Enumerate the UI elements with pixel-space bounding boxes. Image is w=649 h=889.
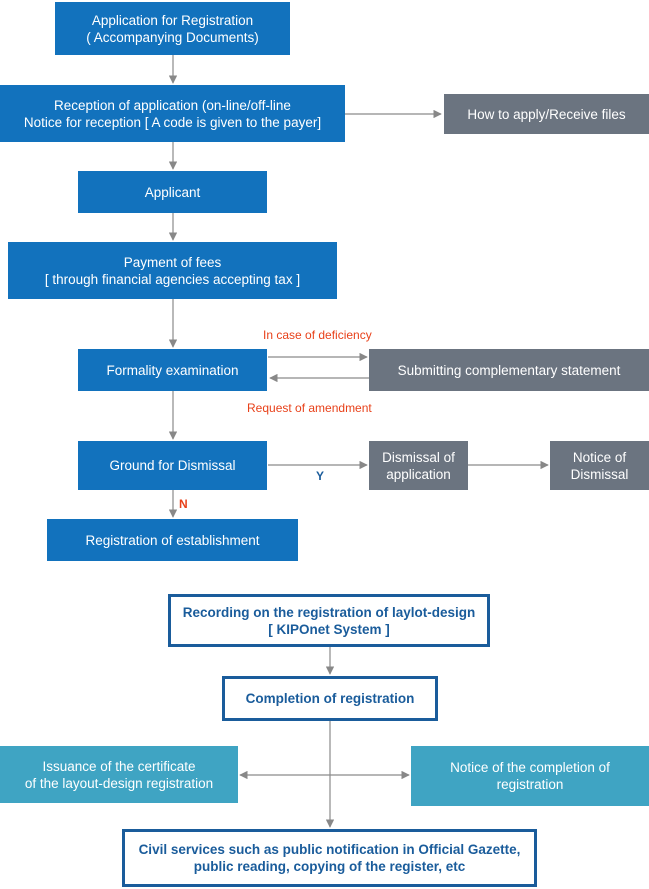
ground-box: Ground for Dismissal [78,441,267,490]
application-line-1: Application for Registration [92,12,253,29]
completion-label: Completion of registration [246,690,415,707]
registration-establishment-label: Registration of establishment [85,532,259,549]
issuance-box: Issuance of the certificate of the layou… [0,746,238,803]
notice-completion-line-1: Notice of the completion of [450,759,610,776]
recording-line-1: Recording on the registration of laylot-… [183,604,476,621]
notice-dismissal-box: Notice of Dismissal [550,441,649,490]
no-label: N [179,497,188,511]
dismissal-application-box: Dismissal of application [369,441,468,490]
how-to-apply-box: How to apply/Receive files [444,94,649,134]
issuance-line-2: of the layout-design registration [25,775,213,792]
formality-box: Formality examination [78,349,267,391]
application-line-2: ( Accompanying Documents) [86,29,259,46]
recording-line-2: [ KIPOnet System ] [268,621,390,638]
how-to-apply-label: How to apply/Receive files [467,106,625,123]
notice-dismissal-line-2: Dismissal [571,466,629,483]
submitting-label: Submitting complementary statement [398,362,621,379]
payment-line-2: [ through financial agencies accepting t… [45,271,300,288]
notice-completion-box: Notice of the completion of registration [411,746,649,806]
applicant-box: Applicant [78,171,267,213]
reception-box: Reception of application (on-line/off-li… [0,85,345,142]
registration-establishment-box: Registration of establishment [47,519,298,561]
deficiency-label: In case of deficiency [263,328,372,342]
ground-label: Ground for Dismissal [109,457,235,474]
application-box: Application for Registration ( Accompany… [55,2,290,55]
notice-completion-line-2: registration [497,776,564,793]
reception-line-2: Notice for reception [ A code is given t… [24,114,321,131]
civil-services-box: Civil services such as public notificati… [122,829,537,887]
yes-label: Y [316,469,324,483]
payment-line-1: Payment of fees [124,254,222,271]
civil-line-1: Civil services such as public notificati… [139,841,521,858]
dismissal-line-1: Dismissal of [382,449,455,466]
dismissal-line-2: application [386,466,451,483]
issuance-line-1: Issuance of the certificate [42,758,195,775]
payment-box: Payment of fees [ through financial agen… [8,242,337,299]
recording-box: Recording on the registration of laylot-… [168,594,490,647]
amendment-label: Request of amendment [247,401,372,415]
submitting-box: Submitting complementary statement [369,349,649,391]
notice-dismissal-line-1: Notice of [573,449,626,466]
reception-line-1: Reception of application (on-line/off-li… [54,97,291,114]
formality-label: Formality examination [106,362,238,379]
civil-line-2: public reading, copying of the register,… [194,858,466,875]
completion-box: Completion of registration [222,676,438,721]
applicant-label: Applicant [145,184,201,201]
